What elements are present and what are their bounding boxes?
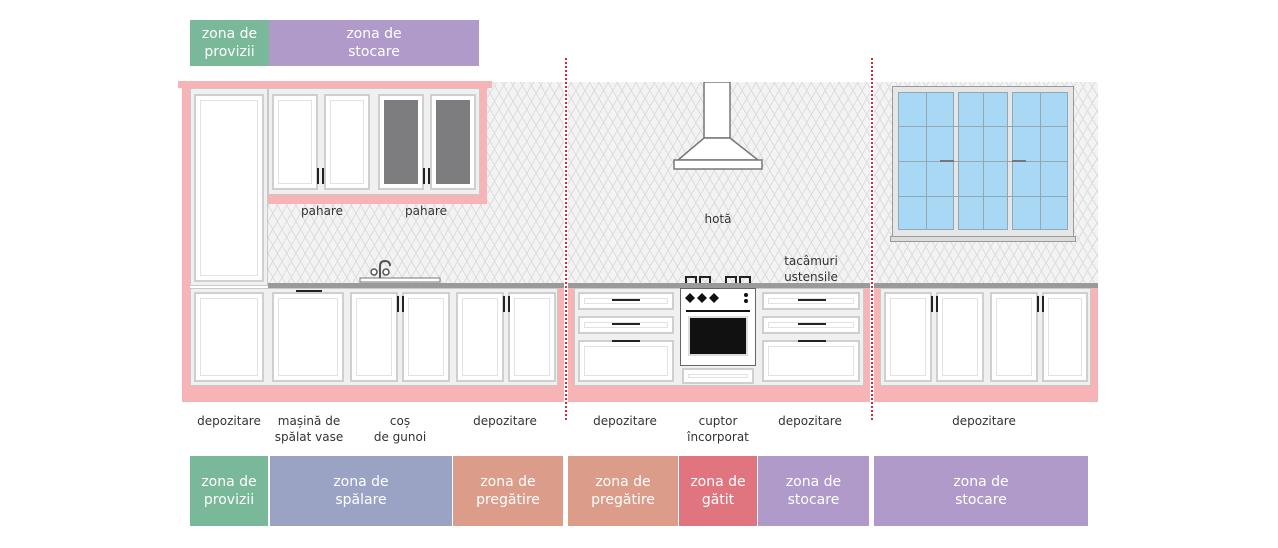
oven-handle (686, 310, 750, 312)
trash-cabinet-door-1[interactable] (350, 292, 398, 382)
label-storage-2: depozitare (473, 414, 537, 428)
upper-cabinet-door-2[interactable] (324, 94, 370, 190)
glass-pane-1 (384, 100, 418, 184)
drawer-right-handle-3 (798, 340, 826, 342)
right-cabinet-door-1[interactable] (884, 292, 932, 382)
storage-cabinet-door-1[interactable] (456, 292, 504, 382)
cooktop-burners-icon (685, 276, 751, 283)
label-hood: hotă (704, 212, 732, 226)
label-trash: coș de gunoi (373, 414, 427, 444)
upper-handle-2 (322, 168, 324, 184)
bottom-zone-storage-2: zona de stocare (874, 456, 1088, 526)
upper-handle-1 (317, 168, 319, 184)
drawer-left-1[interactable] (578, 292, 674, 310)
bottom-zone-storage-1: zona de stocare (758, 456, 869, 526)
countertop-left (268, 283, 564, 288)
right-handle-3 (1037, 296, 1039, 312)
label-dishwasher: mașină de spălat vase (274, 414, 344, 444)
drawer-left-2[interactable] (578, 316, 674, 334)
base-plinth-middle (568, 386, 870, 402)
right-handle-2 (936, 296, 938, 312)
crown-molding (178, 81, 492, 88)
drawer-left-handle-1 (612, 299, 640, 301)
label-storage-5: depozitare (952, 414, 1016, 428)
tall-pantry-upper-door[interactable] (194, 94, 264, 282)
dishwasher-handle (296, 290, 322, 292)
trash-handle-1 (397, 296, 399, 312)
drawer-right-1[interactable] (762, 292, 860, 310)
pantry-lower-door[interactable] (194, 292, 264, 382)
label-oven: cuptor încorporat (687, 414, 749, 444)
base-post-left-end (558, 288, 564, 388)
oven-drawer[interactable] (682, 368, 754, 384)
bottom-zone-prep-2: zona de pregătire (568, 456, 678, 526)
drawer-left-handle-2 (612, 323, 640, 325)
upper-cabinet-door-1[interactable] (272, 94, 318, 190)
bottom-zone-washing: zona de spălare (270, 456, 452, 526)
right-cabinet-door-2[interactable] (936, 292, 984, 382)
upper-handle-4 (428, 168, 430, 184)
drawer-right-handle-2 (798, 323, 826, 325)
oven-window (688, 316, 748, 356)
base-post-middle-end (864, 288, 870, 388)
window-muntin-v1 (926, 92, 927, 230)
window-handle-left (940, 160, 954, 162)
drawer-left-3[interactable] (578, 340, 674, 382)
window-sill (890, 236, 1076, 242)
bottom-zone-provisions: zona de provizii (190, 456, 268, 526)
label-storage-4: depozitare (778, 414, 842, 428)
dishwasher-door[interactable] (272, 292, 344, 382)
storage-handle-2 (508, 296, 510, 312)
label-glasses-2: pahare (405, 204, 447, 218)
base-plinth-right (874, 386, 1098, 402)
window-muntin-v3 (1040, 92, 1041, 230)
storage-cabinet-door-2[interactable] (508, 292, 556, 382)
drawer-right-3[interactable] (762, 340, 860, 382)
window-handle-right (1012, 160, 1026, 162)
storage-handle-1 (503, 296, 505, 312)
zone-divider-1 (565, 58, 567, 420)
range-hood-icon (673, 82, 763, 170)
drawer-right-2[interactable] (762, 316, 860, 334)
top-zone-provisions: zona de provizii (190, 20, 269, 66)
right-cabinet-door-4[interactable] (1042, 292, 1088, 382)
label-storage-1: depozitare (197, 414, 261, 428)
right-handle-4 (1042, 296, 1044, 312)
frame-upper-right-post (480, 88, 487, 204)
window-muntin-v2 (983, 92, 984, 230)
countertop-middle (568, 283, 870, 288)
base-plinth-left (182, 386, 564, 402)
sink-faucet-icon (359, 259, 441, 283)
top-zone-storage: zona de stocare (269, 20, 479, 66)
label-storage-3: depozitare (593, 414, 657, 428)
countertop-right (874, 283, 1098, 288)
trash-handle-2 (402, 296, 404, 312)
zone-divider-2 (871, 58, 873, 420)
base-post-right-start (874, 288, 880, 388)
oven-control-knobs-icon (685, 293, 748, 303)
base-post-middle-start (568, 288, 574, 388)
trash-cabinet-door-2[interactable] (402, 292, 450, 382)
right-cabinet-door-3[interactable] (990, 292, 1038, 382)
base-post-right-end (1091, 288, 1098, 388)
right-handle-1 (931, 296, 933, 312)
drawer-left-handle-3 (612, 340, 640, 342)
frame-left-post (182, 88, 190, 388)
bottom-zone-prep-1: zona de pregătire (453, 456, 563, 526)
label-cutlery: tacâmuri ustensile (784, 254, 838, 284)
bottom-zone-cooking: zona de gătit (679, 456, 757, 526)
upper-handle-3 (423, 168, 425, 184)
drawer-right-handle-1 (798, 299, 826, 301)
label-glasses-1: pahare (301, 204, 343, 218)
frame-upper-bottom (268, 195, 487, 204)
glass-pane-2 (436, 100, 470, 184)
